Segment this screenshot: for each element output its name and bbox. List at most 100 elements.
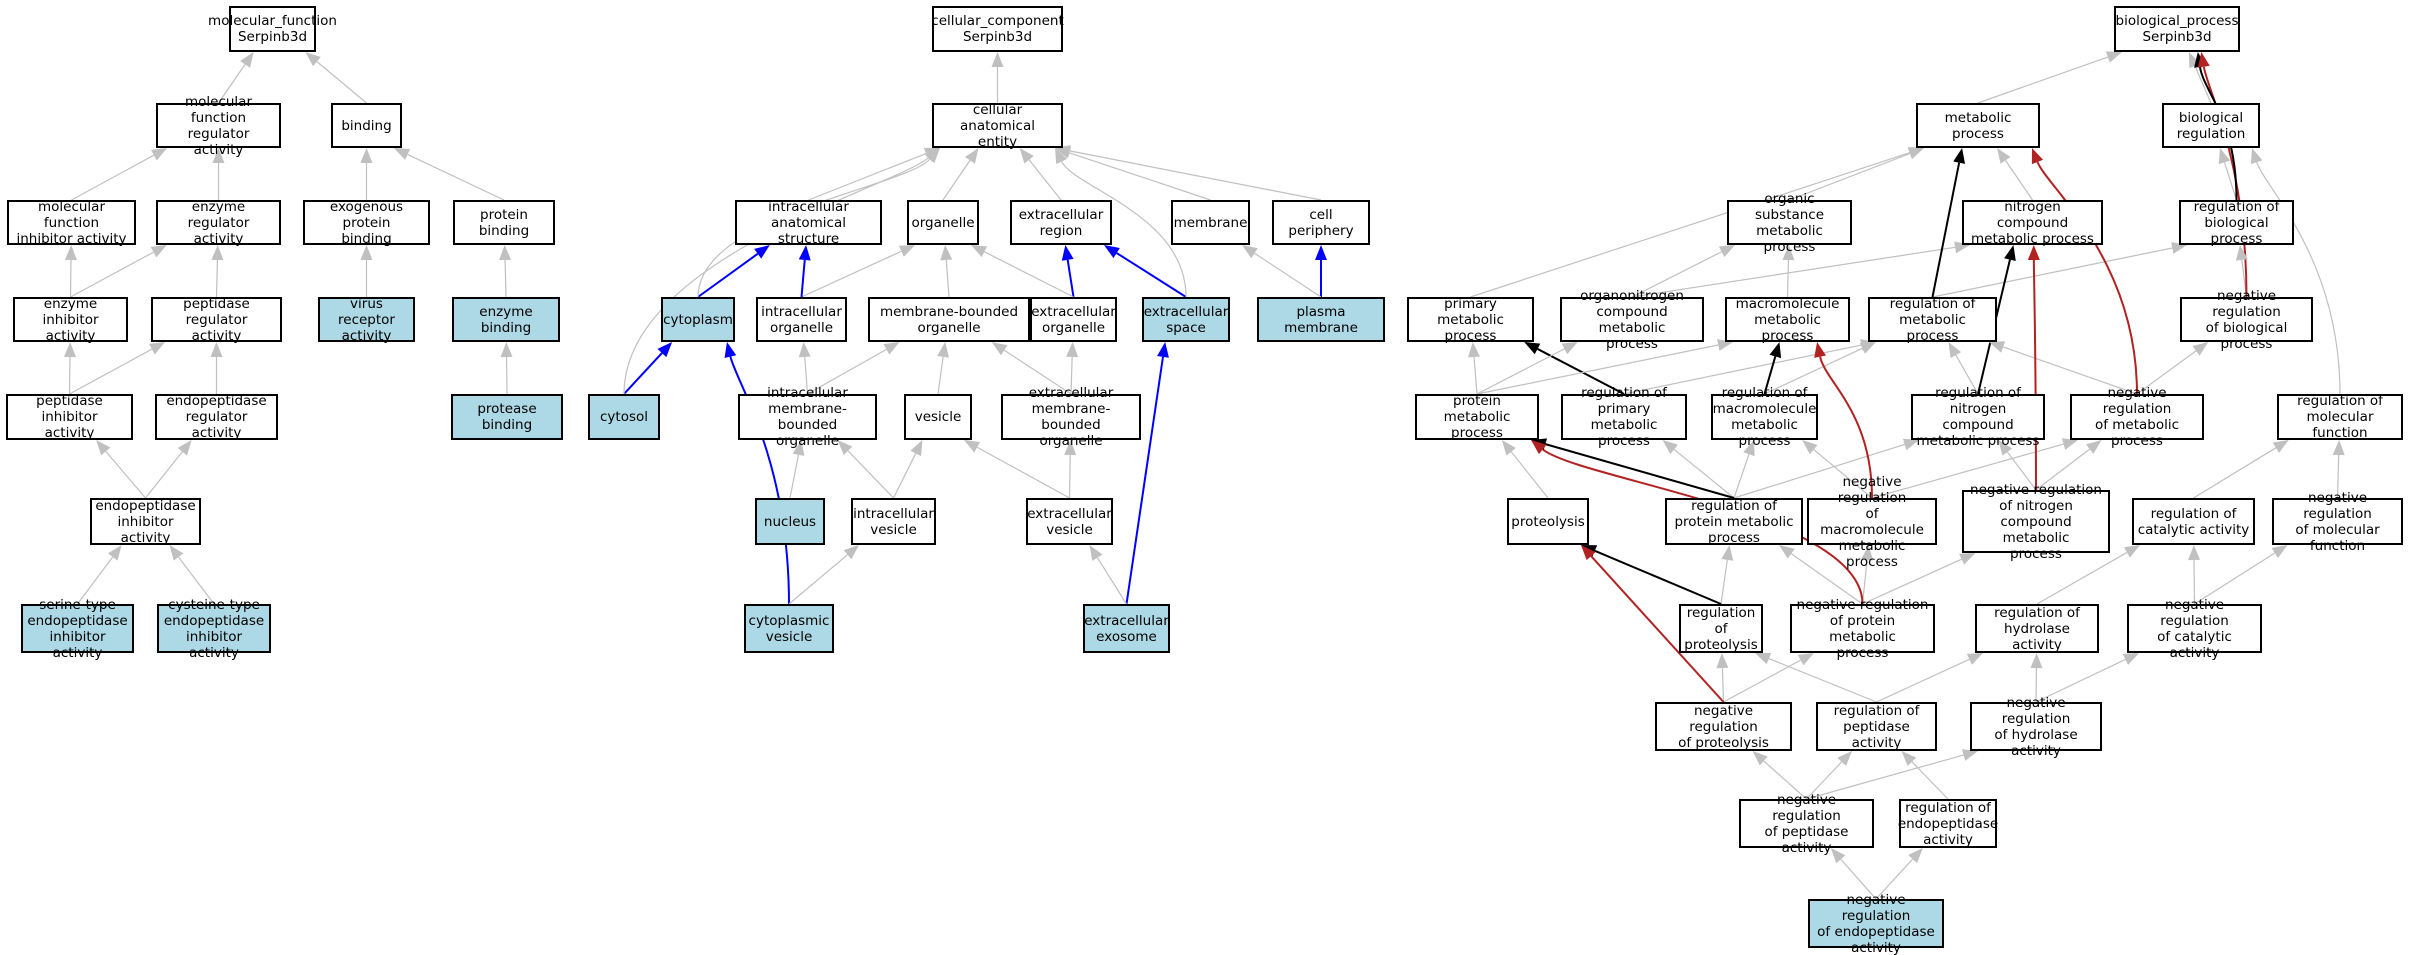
edge-reg-prot-met-to-reg-nitro (1733, 443, 1905, 499)
go-term-reg-nitro: regulation of nitrogen compound metaboli… (1911, 385, 2045, 449)
edge-cysteine-to-endo-inh-arrowhead (169, 545, 184, 561)
edge-neg-met-to-reg-met (2002, 346, 2138, 395)
go-term-binding: binding (331, 103, 402, 148)
edge-exo-bind-to-binding-arrowhead (360, 148, 373, 163)
edge-binding-to-mf-root (316, 61, 367, 104)
edge-neg-proteolysis-to-reg-proteolysis (1721, 667, 1725, 703)
go-term-cc-root: cellular_component Serpinb3d (931, 6, 1064, 52)
edge-reg-macro-to-macro-arrowhead (1769, 342, 1782, 359)
edge-reg-prim-to-prim-met (1537, 348, 1625, 395)
edge-neg-prot-met-to-neg-macro-arrowhead (1861, 545, 1874, 561)
go-term-serine: serine-type endopeptidase inhibitor acti… (21, 597, 134, 661)
edge-neg-macro-to-macro (1819, 356, 1873, 499)
go-term-pm: plasma membrane (1257, 297, 1385, 342)
go-term-cell-per: cell periphery (1272, 200, 1370, 245)
edge-neg-pep-to-neg-hyd (1806, 754, 1964, 800)
edge-endo-inh-to-endo-reg-arrowhead (177, 440, 192, 456)
edge-ic-ves-to-vesicle (892, 453, 917, 499)
edge-mf-reg-to-mf-root (218, 64, 246, 104)
edge-neg-mf-to-reg-mf (2336, 454, 2340, 499)
edge-neg-cat-to-neg-mf (2194, 552, 2276, 605)
edge-pm-to-cell-per-arrowhead (1315, 245, 1327, 260)
edge-nucleus-to-ic-mb-org (789, 454, 800, 499)
edge-bio-reg-to-bp-root (2194, 65, 2212, 104)
edge-neg-endo-to-reg-endo-arrowhead (1908, 848, 1923, 864)
edge-exosome-to-ext-space (1125, 356, 1164, 605)
edge-macro-to-org-sub-arrowhead (1782, 245, 1795, 261)
edge-cytosol-to-cytoplasm-arrowhead (657, 342, 673, 358)
edge-reg-macro-to-reg-met-arrowhead (1859, 342, 1876, 354)
edge-endo-inh-to-pep-inh (105, 451, 146, 499)
go-term-neg-mf: negative regulation of molecular functio… (2272, 490, 2403, 554)
edge-endo-inh-to-pep-inh-arrowhead (96, 440, 111, 456)
edge-organonitro-to-nitro (1631, 246, 1956, 298)
go-term-endo-inh: endopeptidase inhibitor activity (90, 498, 201, 546)
go-term-organelle: organelle (907, 200, 979, 245)
go-term-reg-macro: regulation of macromolecule metabolic pr… (1711, 385, 1818, 449)
edge-neg-nitro-to-neg-met (2035, 448, 2091, 491)
edge-enz-bind-to-prot-bind (504, 259, 507, 298)
edge-neg-macro-to-reg-macro (1813, 449, 1873, 499)
edge-neg-met-to-met (2036, 161, 2138, 395)
edge-cytosol-to-cytoplasm (623, 352, 663, 395)
edge-ext-reg-to-cae (1028, 159, 1062, 201)
edge-pep-reg-to-enz-reg-arrowhead (211, 245, 224, 261)
edge-prot-bind-to-binding (407, 153, 505, 201)
edge-met-to-bp-root (1977, 56, 2109, 104)
edge-cytosol-to-cae-arrowhead (924, 148, 940, 163)
go-term-neg-bio: negative regulation of biological proces… (2180, 288, 2313, 352)
go-term-cytoplasm: cytoplasm (661, 297, 735, 342)
edge-reg-cat-to-reg-mf-arrowhead (2272, 440, 2289, 453)
go-term-ext-ves: extracellular vesicle (1026, 498, 1113, 545)
edge-reg-bio-to-bio-reg-arrowhead (2218, 148, 2231, 165)
edge-exosome-to-ext-ves-arrowhead (1089, 545, 1103, 561)
go-term-ext-mb-org: extracellular membrane-bounded organelle (1001, 385, 1141, 449)
go-term-reg-pep: regulation of peptidase activity (1816, 702, 1937, 751)
edge-prot-bind-to-binding-arrowhead (394, 148, 411, 160)
go-term-pep-inh: peptidase inhibitor activity (6, 393, 133, 441)
edge-neg-proteolysis-to-proteolysis (1590, 555, 1725, 703)
edge-neg-pep-to-reg-pep-arrowhead (1837, 751, 1852, 767)
edge-prot-met-to-macro-arrowhead (1717, 339, 1733, 351)
edge-reg-met-to-met-arrowhead (1953, 148, 1966, 164)
edge-neg-endo-to-reg-endo (1875, 858, 1914, 900)
go-term-organonitro: organonitrogen compound metabolic proces… (1560, 288, 1704, 352)
edge-ext-mb-org-to-ext-org-arrowhead (1066, 342, 1079, 358)
edge-mf-inh-to-mf-reg-arrowhead (151, 148, 168, 161)
edge-reg-mf-to-bio-reg (2256, 162, 2341, 395)
edge-ext-mb-org-to-mb-org (1003, 349, 1072, 395)
edge-ic-org-to-ias-arrowhead (798, 245, 811, 261)
edge-prot-met-to-organonitro-arrowhead (1561, 342, 1578, 355)
go-term-ic-ves: intracellular vesicle (851, 498, 936, 545)
edge-cae-to-cc-root-arrowhead (991, 52, 1004, 67)
go-term-reg-hyd: regulation of hydrolase activity (1975, 604, 2099, 653)
go-term-cytosol: cytosol (588, 394, 660, 440)
edge-proteolysis-to-prot-met-arrowhead (1501, 440, 1516, 456)
edge-neg-pep-to-neg-hyd-arrowhead (1961, 749, 1978, 761)
edge-enz-inh-to-mf-inh-arrowhead (64, 245, 77, 261)
go-term-reg-endo: regulation of endopeptidase activity (1897, 799, 1999, 848)
edge-reg-prot-met-to-reg-prim-arrowhead (1662, 440, 1678, 455)
edge-neg-nitro-to-neg-met-arrowhead (2086, 440, 2102, 454)
go-term-exo-bind: exogenous protein binding (303, 199, 430, 247)
edge-reg-proteolysis-to-reg-prot-met (1720, 559, 1728, 605)
edge-neg-prot-met-to-prot-met-arrowhead (1531, 440, 1547, 455)
go-term-ias: intracellular anatomical structure (735, 199, 882, 247)
edge-pep-inh-to-enz-inh-arrowhead (63, 342, 76, 358)
edge-ic-org-to-organelle (801, 250, 902, 298)
go-term-vesicle: vesicle (904, 394, 972, 440)
edge-reg-hyd-to-reg-cat (2036, 551, 2128, 605)
go-term-virus-rec: virus receptor activity (318, 296, 415, 344)
edge-nitro-to-met (2005, 160, 2033, 201)
go-term-enz-inh: enzyme inhibitor activity (13, 296, 128, 344)
go-term-prot-bind: protein binding (453, 200, 555, 245)
edge-reg-bio-to-bio-reg (2223, 162, 2238, 201)
go-term-neg-proteolysis: negative regulation of proteolysis (1655, 702, 1792, 751)
edge-prim-met-to-met-arrowhead (1907, 146, 1924, 159)
go-term-bp-root: biological_process Serpinb3d (2114, 6, 2240, 52)
edge-neg-met-to-met-arrowhead (2031, 148, 2044, 165)
edge-neg-prot-met-to-neg-nitro-arrowhead (1959, 553, 1976, 565)
edge-ic-org-to-organelle-arrowhead (898, 245, 915, 257)
edge-cyto-ves-to-ic-ves-arrowhead (843, 545, 859, 560)
go-term-proteolysis: proteolysis (1507, 498, 1589, 545)
